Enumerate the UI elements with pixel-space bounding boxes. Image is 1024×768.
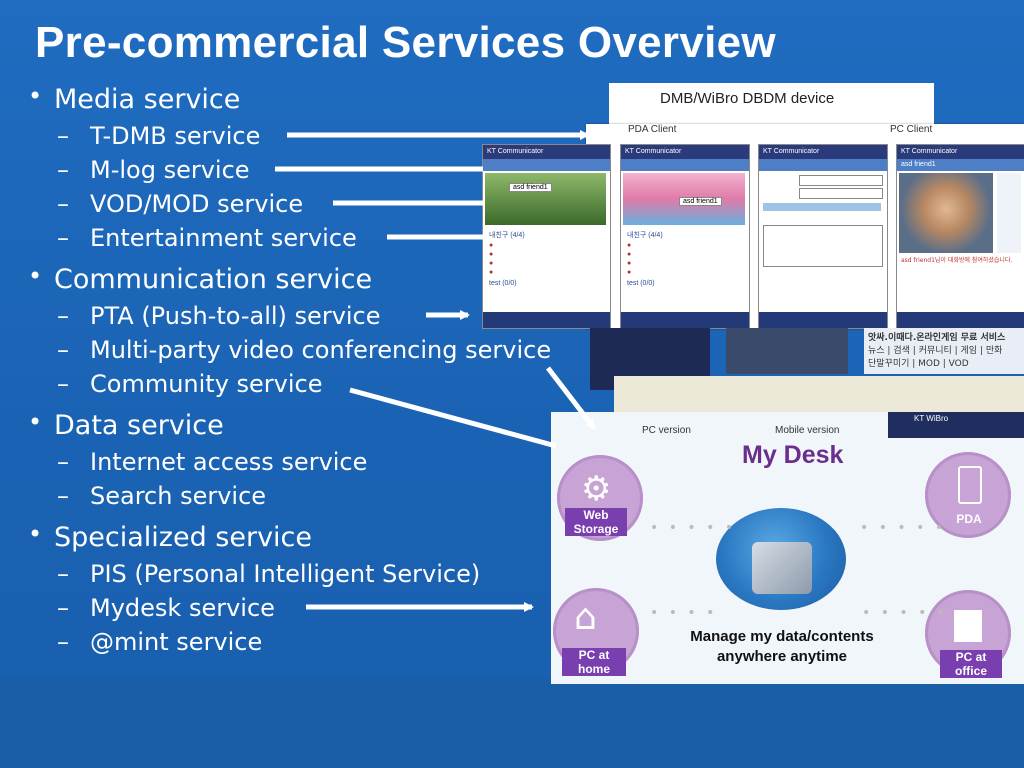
contact-name: asd friend1 [509,183,552,192]
pc-client-video-window: KT Communicator asd friend1 asd friend1님… [896,144,1024,329]
pc-office-label: PC at office [940,650,1002,678]
pc-version-label: PC version [642,425,691,436]
connector-dots: • • • • • [860,520,947,536]
wallpaper-image [485,173,606,225]
gear-icon: ⚙ [581,469,612,509]
korean-portal-menu: 앗싸.이때다.온라인게임 무료 서비스 뉴스 | 검색 | 커뮤니티 | 게임 … [864,328,1024,374]
video-feed [899,173,993,253]
footer-band [0,678,1024,768]
pda-label: PDA [956,512,982,526]
phone-screen-compose: KT Communicator [758,144,888,329]
mydesk-title: My Desk [742,441,844,469]
dmb-device-title: DMB/WiBro DBDM device [660,90,835,107]
pc-client-label: PC Client [890,124,933,135]
section-label: Specialized service [54,522,313,553]
connector-dots: • • • • • [650,520,737,536]
chat-message: asd friend1님이 대화방에 참여하셨습니다. [901,257,1013,264]
arrow-video-conferencing [546,366,596,430]
video-thumbnail [726,328,848,374]
house-icon: ⌂ [574,597,597,638]
pda-client-label: PDA Client [628,124,677,135]
web-storage-label: Web Storage [565,508,627,536]
phone-screen-buddylist: KT Communicator asd friend1 내친구 (4/4) ●●… [482,144,611,329]
wibro-menu-bar: KT WiBro [888,412,1024,438]
slide-title: Pre-commercial Services Overview [35,18,776,67]
phone-screen-message: KT Communicator asd friend1 내친구 (4/4) ●●… [620,144,750,329]
bullet-icon: • [28,520,43,548]
bullet-icon: • [28,408,43,436]
mobile-version-label: Mobile version [775,425,840,436]
arrow-community [349,387,557,449]
buddy-group: 내친구 (4/4) [489,232,525,239]
app-title-bar: KT Communicator [483,145,610,159]
devices-icon [752,542,812,594]
bullet-icon: • [28,82,43,110]
test-group: test (0/0) [489,280,517,287]
office-building-icon [954,610,982,642]
connector-dots: • • • • • [862,605,949,621]
pc-home-label: PC at home [562,648,626,676]
app-title-bar: KT Communicator [621,145,749,159]
section-label: Data service [54,410,224,441]
connector-dots: • • • • [650,605,718,621]
app-title-bar: KT Communicator [759,145,887,159]
section-label: Media service [54,84,241,115]
mydesk-tagline: Manage my data/contents anywhere anytime [690,628,874,665]
section-label: Communication service [54,264,373,295]
bullet-icon: • [28,262,43,290]
pda-icon [958,466,982,504]
app-title-bar: KT Communicator [897,145,1024,159]
